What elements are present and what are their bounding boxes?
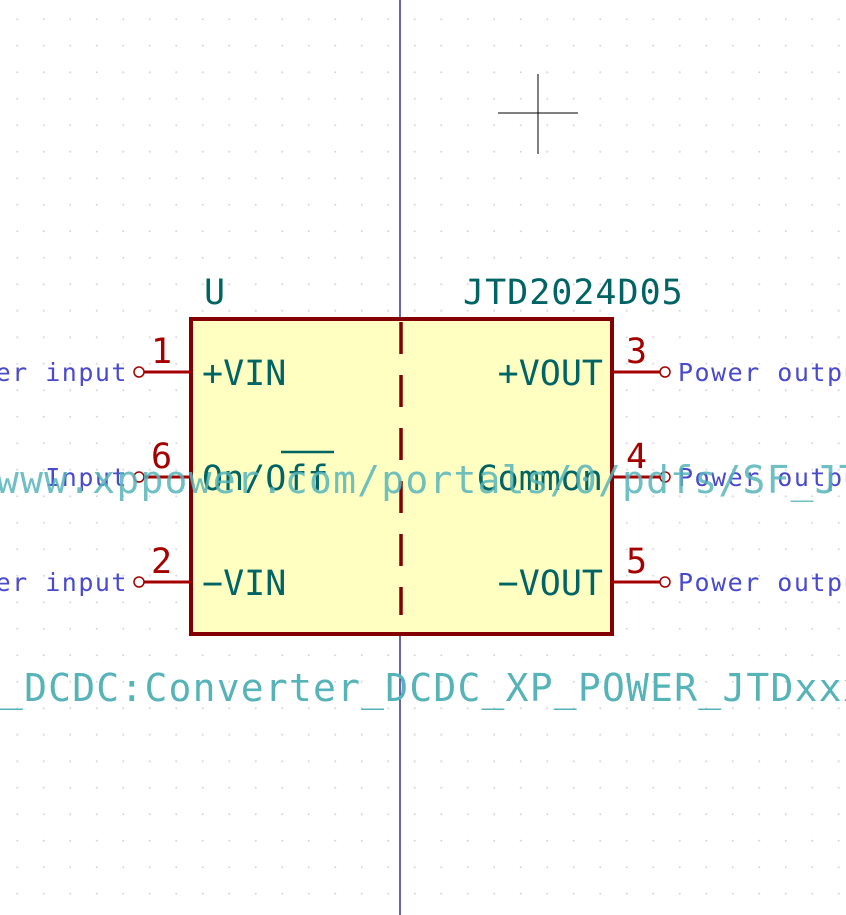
- pin-lines: [143, 370, 660, 584]
- pin-3-name: +VOUT: [498, 354, 603, 394]
- pin-1-number: 1: [151, 332, 172, 372]
- pin-endpoints: [133, 366, 671, 588]
- pin-3-endpoint[interactable]: [659, 366, 671, 378]
- pin-6-name: On/Off: [202, 459, 328, 499]
- datasheet-field[interactable]: www.xppower.com/portals/0/pdfs/SF_JTD2: [0, 458, 846, 503]
- pin-5-number: 5: [626, 542, 647, 582]
- pin-3-number: 3: [626, 332, 647, 372]
- pin-1-type: Power input: [0, 358, 128, 387]
- pin-6-number: 6: [151, 437, 172, 477]
- pin-5-endpoint[interactable]: [659, 576, 671, 588]
- pin-6-endpoint[interactable]: [133, 471, 145, 483]
- pin-4-name: Common: [477, 459, 603, 499]
- footprint-field[interactable]: _DCDC:Converter_DCDC_XP_POWER_JTDxxxx: [0, 666, 846, 711]
- pin-1-endpoint[interactable]: [133, 366, 145, 378]
- pin-2-endpoint[interactable]: [133, 576, 145, 588]
- pin-5-type: Power output: [678, 568, 846, 597]
- symbol-body[interactable]: [189, 317, 614, 636]
- anchor-crosshair[interactable]: [498, 74, 578, 154]
- pin-4-number: 4: [626, 437, 647, 477]
- pin-1-name: +VIN: [202, 354, 286, 394]
- pin-5-name: −VOUT: [498, 564, 603, 604]
- pin-4-endpoint[interactable]: [659, 471, 671, 483]
- pin-2-name: −VIN: [202, 564, 286, 604]
- pin-3-type: Power output: [678, 358, 846, 387]
- pin-6-name-prefix: On/: [202, 459, 265, 499]
- pin-6-type: Input: [45, 463, 128, 492]
- reference-field[interactable]: U: [204, 273, 225, 313]
- pin-6-name-overbar: Off: [265, 459, 328, 499]
- pin-2-type: Power input: [0, 568, 128, 597]
- value-field[interactable]: JTD2024D05: [463, 273, 684, 313]
- pin-2-number: 2: [151, 542, 172, 582]
- pin-4-type: Power output: [678, 463, 846, 492]
